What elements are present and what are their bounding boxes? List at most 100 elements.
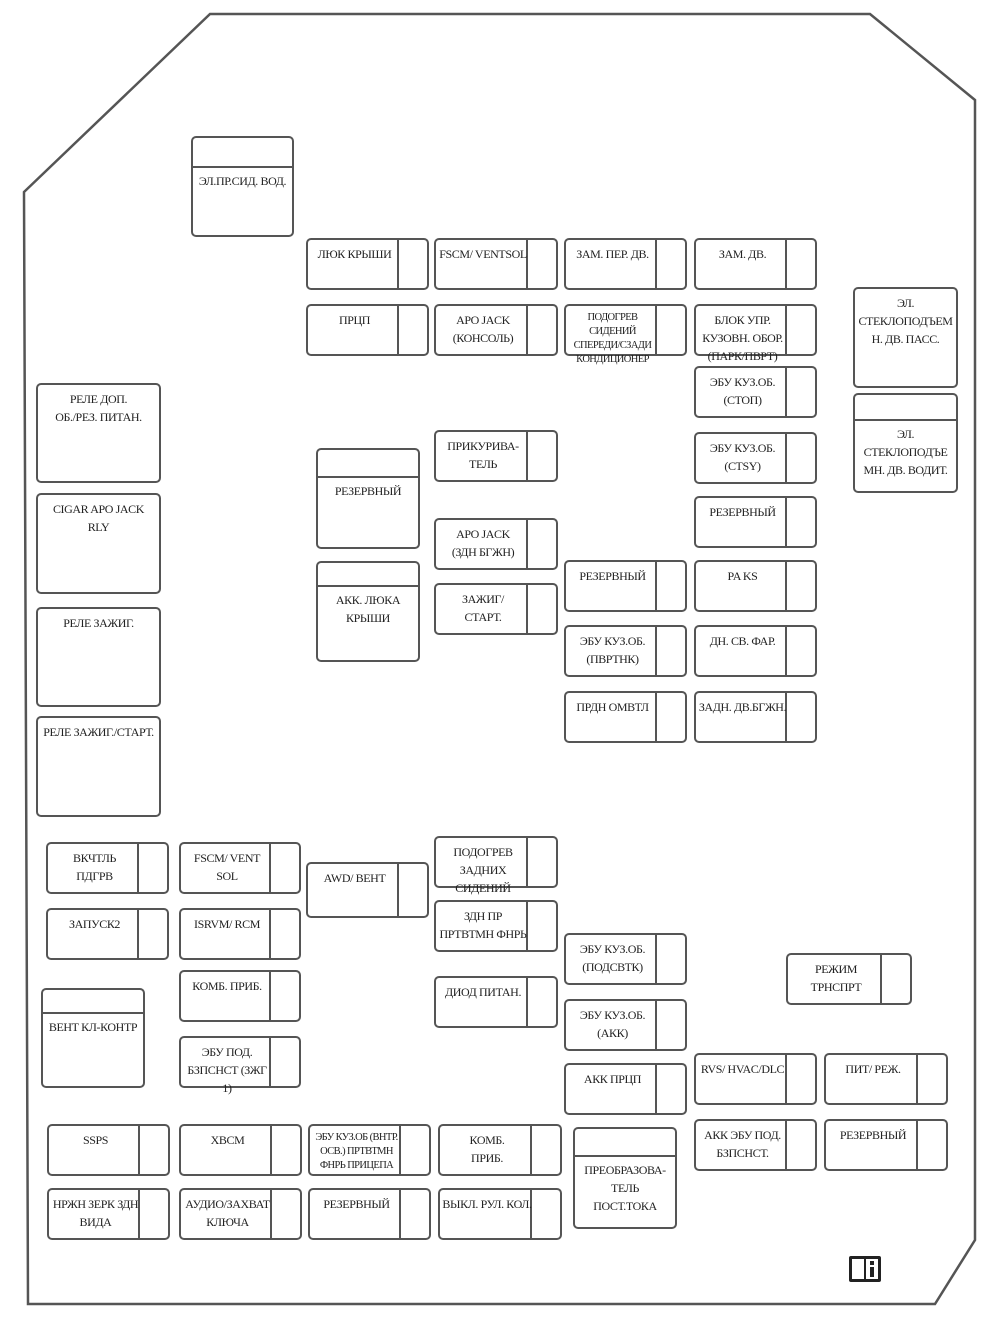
fuse-terminal-tab (270, 1190, 300, 1238)
fuse-podogrev-zadnih: ПОДОГРЕВ ЗАДНИХ СИДЕНИЙ (434, 836, 558, 895)
fuse-vkchtl-pdgrv: ВКЧТЛЬ ПДГРВ (46, 842, 169, 894)
fuse-terminal-tab (785, 368, 815, 416)
fuse-terminal-tab (785, 1055, 815, 1103)
fuse-terminal-tab (526, 520, 556, 568)
fuse-terminal-tab (785, 627, 815, 675)
fuse-terminal-tab (655, 1001, 685, 1049)
fuse-label: ВЕНТ КЛ-КОНТР (48, 1020, 138, 1034)
fuse-terminal-tab (655, 935, 685, 983)
fuse-label: БЛОК УПР. КУЗОВН. ОБОР. (ПАРК/ПВРТ) (702, 313, 783, 363)
fuse-label: ПОДОГРЕВ СИДЕНИЙ СПЕРЕДИ/СЗАДИ КОНДИЦИОН… (573, 312, 652, 365)
fuse-label: ДИОД ПИТАН. (444, 985, 522, 999)
fuse-isrvm-rcm: ISRVM/ RCM (179, 908, 301, 960)
fuse-prikurivatel: ПРИКУРИВА- ТЕЛЬ (434, 430, 558, 482)
fuse-komb-prib-left: КОМБ. ПРИБ. (179, 970, 301, 1022)
fuse-label: РЕЗЕРВНЫЙ (579, 569, 646, 583)
fuse-terminal-tab (655, 562, 685, 610)
fuse-akk-ebu-pod: АКК ЭБУ ПОД. БЗПСНСТ. (694, 1119, 817, 1171)
fuse-zapusk2: ЗАПУСК2 (46, 908, 169, 960)
fuse-label: ЭБУ КУЗ.ОБ. (ПОДСВТК) (579, 942, 646, 974)
fuse-fscm-ventsol-top: FSCM/ VENTSOL (434, 238, 558, 290)
fuse-label: ЭБУ КУЗ.ОБ. (СТОП) (709, 375, 776, 407)
fuse-rezervny-center: РЕЗЕРВНЫЙ (564, 560, 687, 612)
fuse-label: FSCM/ VENTSOL (439, 247, 527, 261)
fuse-rele-dop: РЕЛЕ ДОП. ОБ./РЕЗ. ПИТАН. (36, 383, 161, 483)
fuse-label: ВЫКЛ. РУЛ. КОЛ. (442, 1197, 532, 1211)
fuse-label: AWD/ ВЕНТ (323, 871, 386, 885)
fuse-ebu-kuz-stop: ЭБУ КУЗ.ОБ. (СТОП) (694, 366, 817, 418)
fuse-zdn-pr-prtvtmn: ЗДН ПР ПРТВТМН ФНРЬ (434, 900, 558, 952)
fuse-rezhim-trnsprt: РЕЖИМ ТРНСПРТ (786, 953, 912, 1005)
fuse-label: SSPS (82, 1133, 109, 1147)
fuse-label: XBCM (210, 1133, 245, 1147)
fuse-top-band (43, 990, 143, 1014)
fuse-terminal-tab (655, 1065, 685, 1113)
fuse-terminal-tab (138, 1190, 168, 1238)
fuse-terminal-tab (526, 838, 556, 886)
fuse-terminal-tab (785, 693, 815, 741)
fuse-pit-rezh: ПИТ/ РЕЖ. (824, 1053, 948, 1105)
fuse-terminal-tab (397, 240, 427, 288)
fuse-terminal-tab (269, 844, 299, 892)
fuse-el-steklopod-pass: ЭЛ. СТЕКЛОПОДЪЕМ Н. ДВ. ПАСС. (853, 287, 958, 388)
fuse-blok-upr: БЛОК УПР. КУЗОВН. ОБОР. (ПАРК/ПВРТ) (694, 304, 817, 363)
fuse-pa-ks: PA KS (694, 560, 817, 612)
fuse-terminal-tab (530, 1190, 560, 1238)
fuse-label: РЕЗЕРВНЫЙ (839, 1128, 907, 1142)
fuse-label: ЗАМ. ДВ. (718, 247, 767, 261)
fuse-label: ПРДН ОМВТЛ (576, 700, 649, 714)
fuse-terminal-tab (655, 306, 685, 354)
fuse-terminal-tab (916, 1121, 946, 1169)
fuse-el-steklopod-vodit: ЭЛ. СТЕКЛОПОДЪЕ МН. ДВ. ВОДИТ. (853, 393, 958, 493)
fuse-prcp-top: ПРЦП (306, 304, 429, 356)
fuse-label: ПОДОГРЕВ ЗАДНИХ СИДЕНИЙ (453, 845, 513, 895)
fuse-terminal-tab (526, 978, 556, 1026)
fuse-rezervny-right1: РЕЗЕРВНЫЙ (694, 496, 817, 548)
fuse-el-pr-sid-vod: ЭЛ.ПР.СИД. ВОД. (191, 136, 294, 237)
fuse-apo-jack-konsol: APO JACK (КОНСОЛЬ) (434, 304, 558, 356)
fuse-terminal-tab (399, 1126, 429, 1174)
fuse-terminal-tab (530, 1126, 560, 1174)
fuse-apo-jack-zdn: APO JACK (ЗДН БГЖН) (434, 518, 558, 570)
fuse-label: ЗДН ПР ПРТВТМН ФНРЬ (439, 909, 527, 941)
fuse-akk-lyuka: АКК. ЛЮКА КРЫШИ (316, 561, 420, 662)
fuse-label: АКК. ЛЮКА КРЫШИ (335, 593, 401, 625)
fuse-cigar-apo-jack: CIGAR APO JACK RLY (36, 493, 161, 594)
fuse-ebu-kuz-vntr: ЭБУ КУЗ.ОБ (ВНТР. ОСВ.) ПРТВТМН ФНРЬ ПРИ… (308, 1124, 431, 1176)
fuse-terminal-tab (269, 910, 299, 958)
fuse-label: ЭЛ. СТЕКЛОПОДЪЕМ Н. ДВ. ПАСС. (858, 296, 953, 346)
fuse-terminal-tab (655, 627, 685, 675)
fuse-nrzh-zerk: НРЖН ЗЕРК ЗДН ВИДА (47, 1188, 170, 1240)
fuse-label: ПРЕОБРАЗОВА- ТЕЛЬ ПОСТ.ТОКА (584, 1163, 666, 1213)
fuse-terminal-tab (397, 306, 427, 354)
fuse-rele-zazhig-start: РЕЛЕ ЗАЖИГ./СТАРТ. (36, 716, 161, 817)
fuse-label: ДН. СВ. ФАР. (709, 634, 776, 648)
fuse-vykl-rul-kol: ВЫКЛ. РУЛ. КОЛ. (438, 1188, 562, 1240)
fuse-rvs-hvac-dlc: RVS/ HVAC/DLC (694, 1053, 817, 1105)
fuse-label: ЭБУ КУЗ.ОБ. (ПВРТНК) (579, 634, 646, 666)
fuse-label: ПРИКУРИВА- ТЕЛЬ (447, 439, 519, 471)
fuse-zam-per-dv: ЗАМ. ПЕР. ДВ. (564, 238, 687, 290)
fuse-ebu-kuz-ctsy: ЭБУ КУЗ.ОБ. (CTSY) (694, 432, 817, 484)
fuse-terminal-tab (785, 434, 815, 482)
fuse-label: PA KS (727, 569, 758, 583)
fuse-top-band (193, 138, 292, 168)
fuse-zazhig-start: ЗАЖИГ/ СТАРТ. (434, 583, 558, 635)
fuse-akk-prcp: АКК ПРЦП (564, 1063, 687, 1115)
fuse-terminal-tab (916, 1055, 946, 1103)
fuse-label: КОМБ. ПРИБ. (469, 1133, 505, 1165)
fuse-xbcm: XBCM (179, 1124, 302, 1176)
fuse-zam-dv: ЗАМ. ДВ. (694, 238, 817, 290)
fuse-label: ЗАПУСК2 (68, 917, 121, 931)
fuse-label: АКК ЭБУ ПОД. БЗПСНСТ. (704, 1128, 781, 1160)
fuse-prdn-omvtl: ПРДН ОМВТЛ (564, 691, 687, 743)
fuse-rezervny-br: РЕЗЕРВНЫЙ (824, 1119, 948, 1171)
fuse-label: ЭБУ КУЗ.ОБ (ВНТР. ОСВ.) ПРТВТМН ФНРЬ ПРИ… (315, 1132, 398, 1171)
fuse-preobrazovatel: ПРЕОБРАЗОВА- ТЕЛЬ ПОСТ.ТОКА (573, 1127, 677, 1229)
fuse-terminal-tab (785, 562, 815, 610)
fuse-label: ЛЮК КРЫШИ (317, 247, 392, 261)
fuse-label: АУДИО/ЗАХВАТ КЛЮЧА (185, 1197, 270, 1229)
fuse-vent-kl-kontr: ВЕНТ КЛ-КОНТР (41, 988, 145, 1088)
fuse-label: РЕЗЕРВНЫЙ (709, 505, 776, 519)
